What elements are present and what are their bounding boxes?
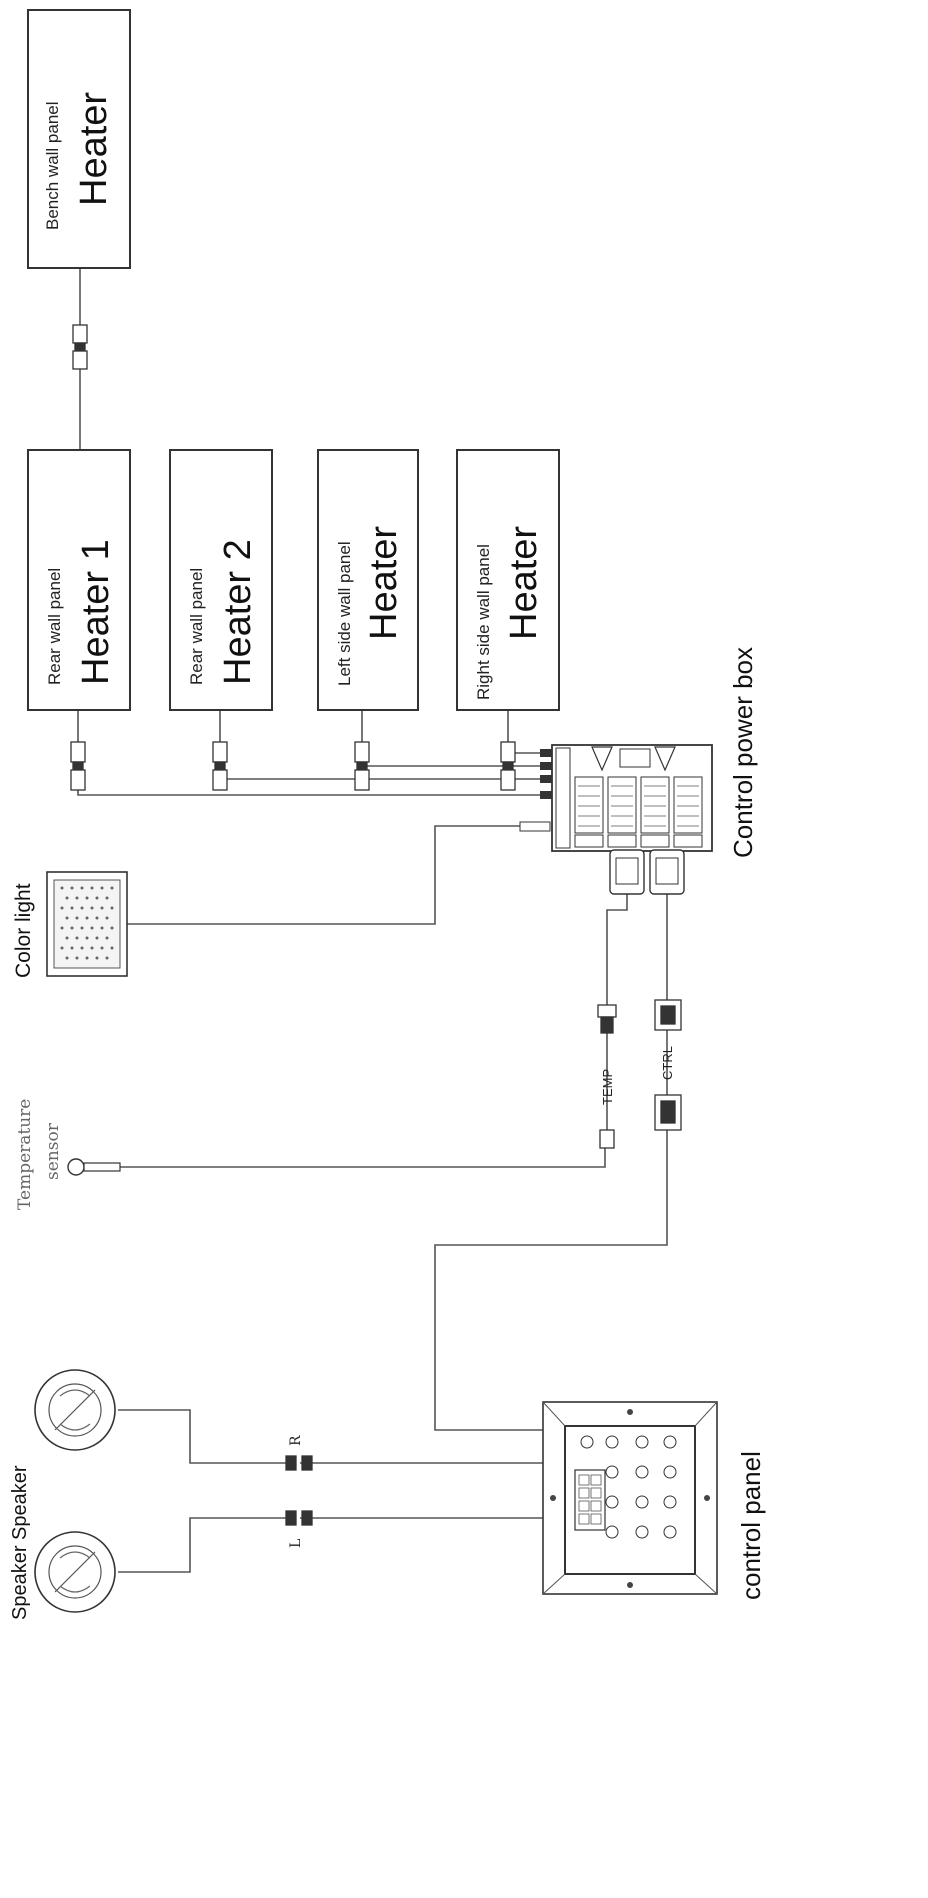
heater-left-line2: Heater: [363, 526, 405, 640]
control-power-box-label: Control power box: [728, 647, 758, 858]
temperature-sensor: Temperature sensor: [15, 1099, 121, 1210]
light-plug: [519, 821, 551, 832]
speaker-right: [34, 1369, 116, 1451]
speaker-r-label: R: [288, 1435, 304, 1446]
control-panel-label: control panel: [736, 1451, 766, 1600]
warning-triangle-icon: [654, 746, 676, 772]
speaker-icon: [59, 1389, 91, 1431]
wire-temp-sensor: [120, 1148, 606, 1168]
light-dots: [60, 886, 114, 960]
warning-triangle-icon: [591, 746, 613, 772]
heater-right-side: Right side wall panel Heater: [456, 449, 560, 711]
panel-display: [574, 1469, 606, 1531]
panel-buttons: [580, 1435, 677, 1539]
connector-rear2: [212, 741, 228, 791]
ctrl-connector-label: CTRL: [660, 1046, 675, 1080]
connector-temp: [597, 1004, 617, 1149]
speaker-left: [34, 1531, 116, 1613]
temperature-sensor-line2: sensor: [43, 1122, 63, 1180]
color-light-label: Color light: [12, 883, 35, 978]
heater-left-side: Left side wall panel Heater: [317, 449, 419, 711]
control-power-box: Control power box: [519, 647, 758, 895]
speaker-icon: [59, 1551, 91, 1593]
speaker-l-label: L: [288, 1539, 304, 1548]
wire-heater-rear1: [77, 710, 550, 796]
connector-right: [500, 741, 516, 791]
heater-rear-1: Rear wall panel Heater 1: [27, 449, 131, 711]
input-plug: [540, 762, 552, 770]
heater-bench-line1: Bench wall panel: [43, 101, 62, 230]
wire-color-light: [127, 825, 530, 925]
heater-rear2-line1: Rear wall panel: [187, 568, 206, 685]
connector-ctrl: [654, 999, 682, 1131]
connector-bench: [72, 324, 88, 370]
temperature-sensor-line1: Temperature: [15, 1099, 35, 1210]
heater-bench: Bench wall panel Heater: [27, 9, 131, 269]
heater-rear2-line2: Heater 2: [217, 539, 259, 685]
heater-right-line1: Right side wall panel: [474, 544, 493, 700]
wires: [77, 268, 668, 1573]
wire-speaker-right: [118, 1409, 290, 1464]
connector-l: [285, 1510, 313, 1526]
heater-right-line2: Heater: [503, 526, 545, 640]
wire-ctrl-to-panel: [434, 1130, 668, 1431]
heater-bench-line2: Heater: [73, 92, 115, 206]
heater-rear-2: Rear wall panel Heater 2: [169, 449, 273, 711]
heater-rear1-line2: Heater 1: [75, 539, 117, 685]
input-plug: [540, 791, 552, 799]
input-plug: [540, 775, 552, 783]
wire-heater-left: [361, 710, 550, 767]
speaker-label: Speaker Speaker: [9, 1465, 31, 1620]
heater-rear1-line1: Rear wall panel: [45, 568, 64, 685]
connector-r: [285, 1455, 313, 1471]
input-plug: [540, 749, 552, 757]
wire-speaker-left: [118, 1517, 290, 1573]
color-light: Color light: [12, 871, 128, 978]
box-db-connectors: [609, 849, 685, 895]
connector-rear1: [70, 741, 86, 791]
control-panel: control panel: [542, 1401, 766, 1600]
heater-left-line1: Left side wall panel: [335, 541, 354, 686]
connector-left: [354, 741, 370, 791]
sensor-probe-icon: [67, 1158, 85, 1176]
temp-connector-label: TEMP: [600, 1069, 615, 1105]
